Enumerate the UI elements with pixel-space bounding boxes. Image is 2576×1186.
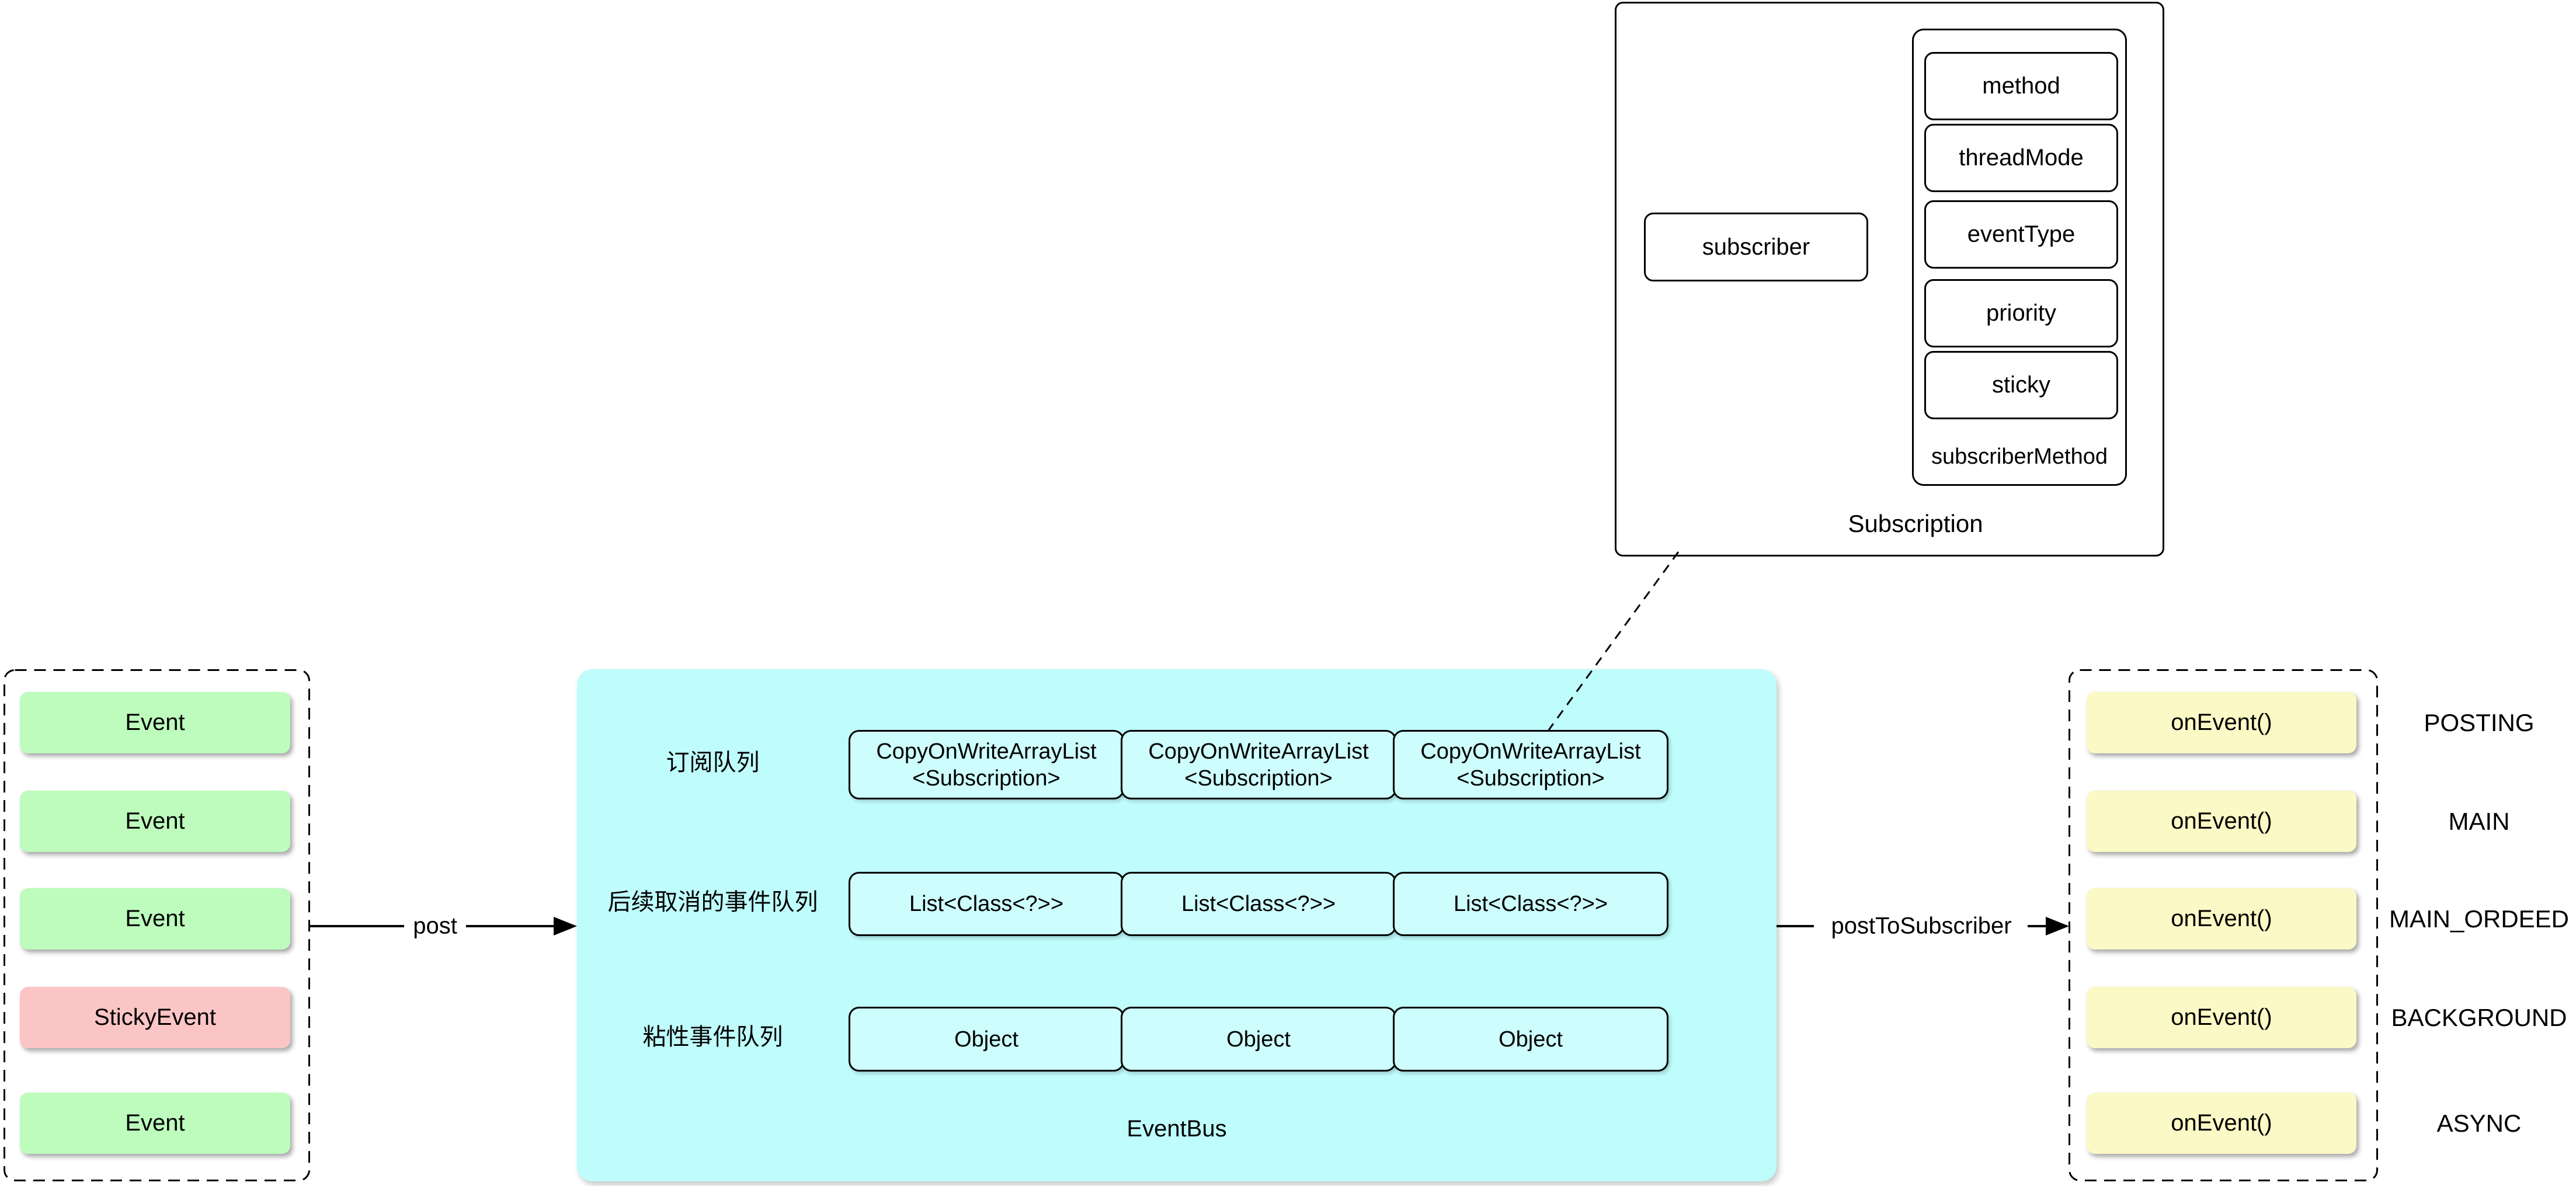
bus-cell-line1: Object bbox=[954, 1027, 1018, 1052]
field-label: method bbox=[1982, 73, 2060, 99]
bus-cell-line1: CopyOnWriteArrayList bbox=[1420, 739, 1641, 764]
field-label: threadMode bbox=[1959, 145, 2084, 171]
eventbus-panel: 订阅队列 后续取消的事件队列 粘性事件队列 CopyOnWriteArrayLi… bbox=[577, 669, 1777, 1181]
queue-label-cancelled: 后续取消的事件队列 bbox=[607, 889, 818, 915]
bus-cell-cancelled: List<Class<?>> bbox=[849, 872, 1124, 936]
subscriber-box: subscriber bbox=[1644, 213, 1868, 281]
handler-method-label: onEvent() bbox=[2171, 906, 2272, 931]
bus-cell-line1: Object bbox=[1499, 1027, 1563, 1052]
field-event-type: eventType bbox=[1924, 200, 2118, 269]
thread-mode-label-background: BACKGROUND bbox=[2391, 1004, 2567, 1031]
handler-box: onEvent() bbox=[2087, 1093, 2356, 1154]
field-label: eventType bbox=[1967, 221, 2076, 247]
event-box: Event bbox=[20, 791, 290, 852]
queue-label-sticky: 粘性事件队列 bbox=[642, 1024, 783, 1050]
queue-label-subscriptions: 订阅队列 bbox=[666, 750, 760, 775]
handler-method-label: onEvent() bbox=[2171, 808, 2272, 834]
field-sticky: sticky bbox=[1924, 351, 2118, 419]
event-label: Event bbox=[125, 1110, 185, 1136]
bus-cell-subscriptions: CopyOnWriteArrayList<Subscription> bbox=[1393, 730, 1668, 799]
field-label: sticky bbox=[1992, 372, 2050, 398]
bus-cell-line2: <Subscription> bbox=[1456, 766, 1605, 791]
eventbus-title: EventBus bbox=[1127, 1116, 1227, 1142]
subscriber-label: subscriber bbox=[1702, 234, 1810, 260]
event-label: Event bbox=[125, 709, 185, 735]
subscription-panel: subscriber method threadMode eventType p… bbox=[1615, 2, 2164, 557]
bus-cell-line1: CopyOnWriteArrayList bbox=[876, 739, 1097, 764]
thread-mode-label-posting: POSTING bbox=[2424, 709, 2535, 736]
event-box: Event bbox=[20, 1093, 290, 1154]
field-label: priority bbox=[1986, 300, 2057, 326]
thread-mode-label-main-ordeed: MAIN_ORDEED bbox=[2389, 905, 2570, 933]
handler-box: onEvent() bbox=[2087, 987, 2356, 1048]
bus-cell-subscriptions: CopyOnWriteArrayList<Subscription> bbox=[1121, 730, 1396, 799]
bus-cell-line1: CopyOnWriteArrayList bbox=[1148, 739, 1369, 764]
bus-cell-line1: List<Class<?>> bbox=[1453, 892, 1608, 916]
event-label: Event bbox=[125, 808, 185, 834]
bus-cell-line1: List<Class<?>> bbox=[909, 892, 1064, 916]
handler-box: onEvent() bbox=[2087, 888, 2356, 950]
event-label: StickyEvent bbox=[94, 1004, 216, 1030]
post-arrowhead bbox=[554, 917, 577, 935]
bus-cell-line2: <Subscription> bbox=[912, 766, 1061, 791]
bus-cell-line1: List<Class<?>> bbox=[1181, 892, 1336, 916]
sticky-event-box: StickyEvent bbox=[20, 987, 290, 1048]
handler-method-label: onEvent() bbox=[2171, 1004, 2272, 1030]
handler-box: onEvent() bbox=[2087, 692, 2356, 753]
bus-cell-line2: <Subscription> bbox=[1184, 766, 1333, 791]
event-label: Event bbox=[125, 906, 185, 931]
post-to-subscriber-arrowhead bbox=[2046, 917, 2069, 935]
subscription-panel-title: Subscription bbox=[1848, 510, 1983, 537]
handler-box: onEvent() bbox=[2087, 791, 2356, 852]
field-method: method bbox=[1924, 52, 2118, 120]
post-to-subscriber-arrow-label: postToSubscriber bbox=[1827, 913, 2015, 940]
subscriber-method-box: method threadMode eventType priority sti… bbox=[1912, 29, 2127, 486]
field-priority: priority bbox=[1924, 279, 2118, 347]
bus-cell-line1: Object bbox=[1226, 1027, 1291, 1052]
bus-cell-subscriptions: CopyOnWriteArrayList<Subscription> bbox=[849, 730, 1124, 799]
thread-mode-label-main: MAIN bbox=[2448, 808, 2510, 835]
thread-mode-label-async: ASYNC bbox=[2436, 1110, 2522, 1137]
bus-cell-sticky: Object bbox=[849, 1007, 1124, 1072]
bus-cell-sticky: Object bbox=[1121, 1007, 1396, 1072]
subscriber-method-label: subscriberMethod bbox=[1931, 444, 2108, 469]
event-source-panel: Event Event Event StickyEvent Event bbox=[4, 669, 310, 1181]
post-arrow-label: post bbox=[409, 913, 461, 940]
handler-method-label: onEvent() bbox=[2171, 709, 2272, 735]
bus-cell-cancelled: List<Class<?>> bbox=[1393, 872, 1668, 936]
handler-method-label: onEvent() bbox=[2171, 1110, 2272, 1136]
event-box: Event bbox=[20, 888, 290, 950]
bus-cell-cancelled: List<Class<?>> bbox=[1121, 872, 1396, 936]
event-box: Event bbox=[20, 692, 290, 753]
subscriber-handlers-panel: onEvent() onEvent() onEvent() onEvent() … bbox=[2069, 669, 2378, 1181]
field-thread-mode: threadMode bbox=[1924, 124, 2118, 192]
bus-cell-sticky: Object bbox=[1393, 1007, 1668, 1072]
